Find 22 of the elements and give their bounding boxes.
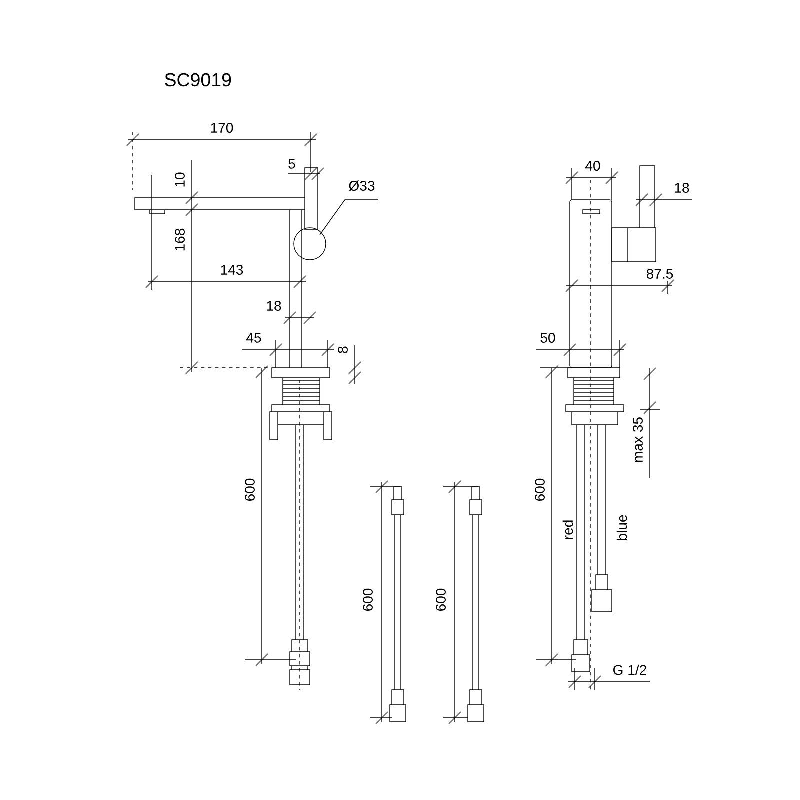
dimension-label: 5 [288, 159, 296, 169]
dimension-label: 18 [267, 301, 282, 311]
dimension-label: 18 [675, 183, 690, 193]
dimension-label: 87.5 [646, 269, 674, 279]
dimension-label: 143 [221, 265, 244, 275]
dimension-label: 40 [586, 161, 600, 171]
dimension-label: 8 [338, 346, 348, 354]
dimension-label: 600 [436, 588, 446, 612]
dimension-label: 10 [175, 172, 185, 187]
hose-label: red [562, 520, 574, 540]
dimension-label: 168 [175, 228, 185, 251]
dimension-label: Ø33 [349, 180, 375, 192]
dimension-label: 50 [540, 333, 556, 343]
dimension-label: 600 [245, 478, 255, 502]
dimension-label: max 35 [633, 418, 643, 462]
dimension-label: G 1/2 [614, 664, 646, 676]
title: SC9019 [165, 73, 232, 87]
dimension-label: 600 [363, 588, 373, 612]
dimension-label: 45 [246, 333, 262, 343]
dimension-label: 170 [211, 123, 234, 133]
hose-label: blue [616, 515, 628, 540]
dimension-label: 600 [535, 478, 545, 502]
